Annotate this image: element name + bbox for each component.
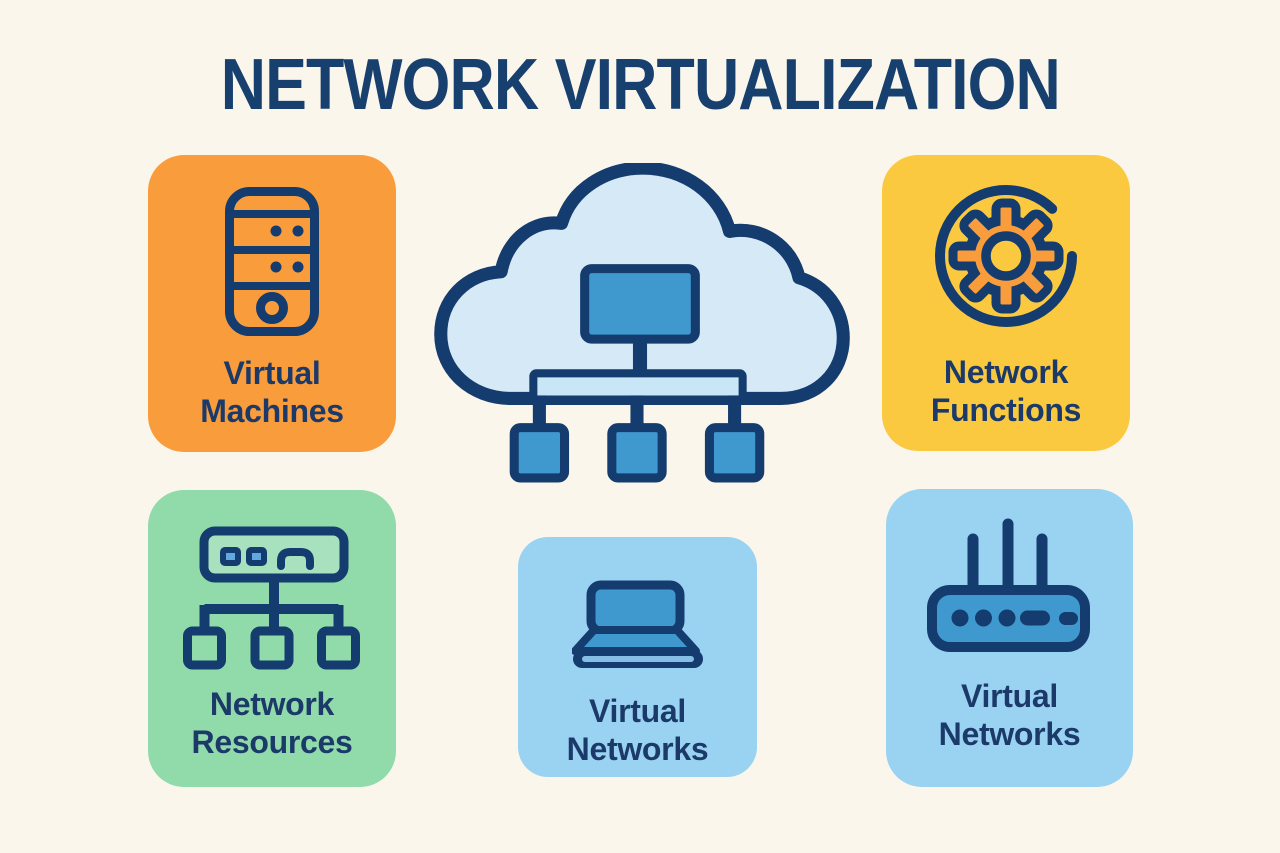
- card-virtual-machines: Virtual Machines: [148, 155, 396, 452]
- page-title: NETWORK VIRTUALIZATION: [0, 44, 1280, 126]
- card-label-line: Networks: [938, 716, 1081, 752]
- page-title-text: NETWORK VIRTUALIZATION: [220, 45, 1060, 125]
- cloud-monitor: [580, 264, 700, 344]
- card-label-line: Virtual: [223, 355, 321, 391]
- laptop-icon: [571, 580, 703, 668]
- card-label-line: Network: [943, 354, 1069, 390]
- card-virtual-networks-laptop: Virtual Networks: [518, 537, 757, 777]
- card-label-line: Resources: [191, 724, 353, 760]
- card-label-line: Virtual: [589, 693, 686, 729]
- cloud-network-icon: [428, 163, 852, 485]
- cloud-drop-left: [532, 395, 546, 432]
- card-network-resources: Network Resources: [148, 490, 396, 787]
- cloud-node-right: [704, 423, 765, 483]
- cloud-node-center: [607, 423, 667, 483]
- server-icon: [225, 187, 319, 336]
- router-icon: [926, 518, 1090, 652]
- card-label-line: Machines: [200, 393, 344, 429]
- cloud-node-left: [509, 423, 570, 483]
- card-label-line: Functions: [930, 392, 1082, 428]
- card-label-line: Networks: [566, 731, 709, 767]
- switch-tree-icon: [183, 526, 360, 670]
- cloud-stem: [632, 334, 648, 380]
- card-label-line: Virtual: [961, 678, 1058, 714]
- gear-icon: [935, 185, 1077, 327]
- card-network-functions: Network Functions: [882, 155, 1130, 451]
- cloud-drop-center: [630, 395, 644, 432]
- card-virtual-networks-router: Virtual Networks: [886, 489, 1133, 787]
- card-label-line: Network: [209, 686, 335, 722]
- cloud-drop-right: [728, 395, 742, 432]
